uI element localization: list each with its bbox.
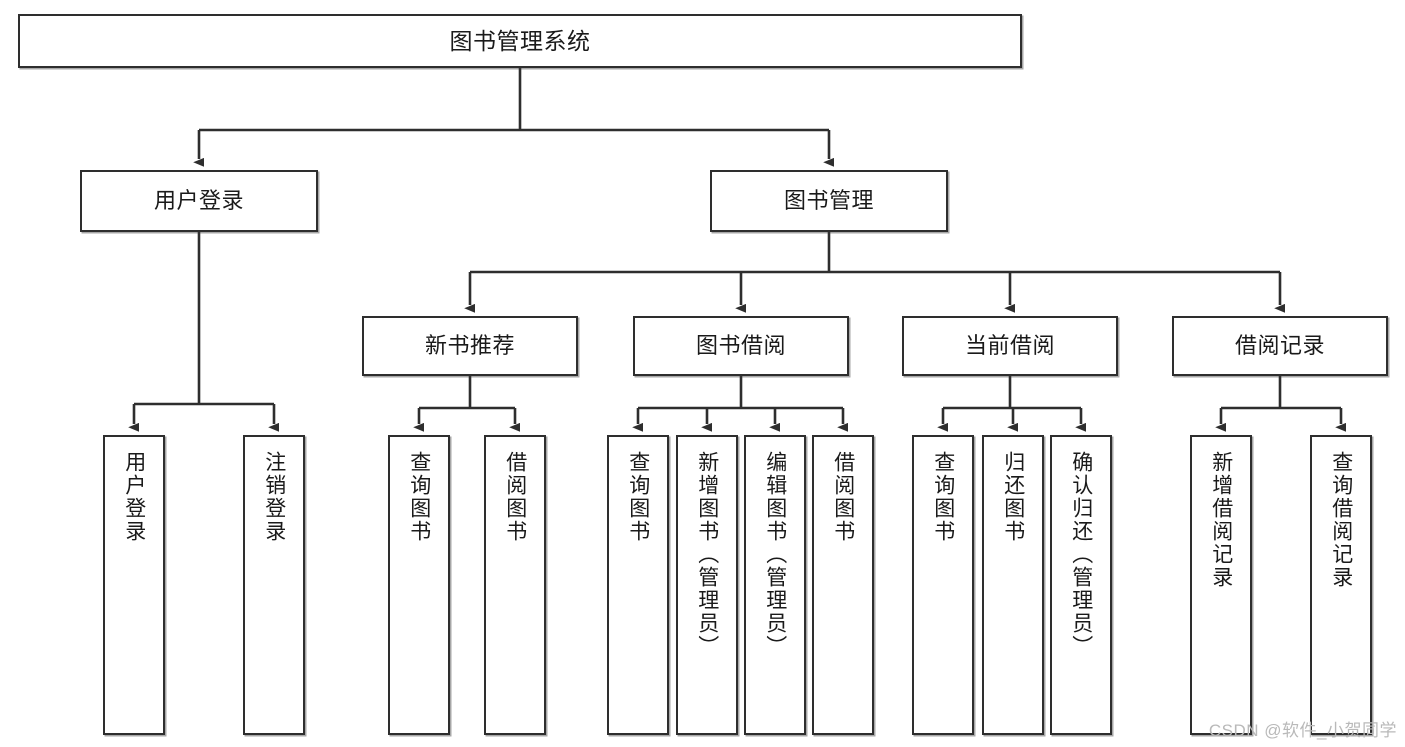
node-root[interactable]: 图书管理系统 [18, 14, 1022, 68]
node-label: 注销登录 [262, 451, 286, 543]
node-label: 用户登录 [122, 451, 146, 543]
node-borrow-add-book[interactable]: 新增图书（管理员） [676, 435, 738, 735]
node-label: 查询图书 [407, 451, 431, 543]
node-borrow-edit-book[interactable]: 编辑图书（管理员） [744, 435, 806, 735]
node-borrow-borrow-book[interactable]: 借阅图书 [812, 435, 874, 735]
node-label: 图书管理系统 [449, 27, 591, 54]
node-new-book-recommend[interactable]: 新书推荐 [362, 316, 578, 376]
node-label: 归还图书 [1001, 451, 1025, 543]
node-label: 借阅图书 [831, 451, 855, 543]
node-borrow-record[interactable]: 借阅记录 [1172, 316, 1388, 376]
node-label: 查询图书 [626, 451, 650, 543]
node-user-login-logout[interactable]: 注销登录 [243, 435, 305, 735]
node-label: 查询图书 [931, 451, 955, 543]
node-label: 确认归还（管理员） [1069, 451, 1093, 658]
node-user-login[interactable]: 用户登录 [80, 170, 318, 232]
node-recommend-borrow-book[interactable]: 借阅图书 [484, 435, 546, 735]
node-current-borrow[interactable]: 当前借阅 [902, 316, 1118, 376]
node-label: 图书借阅 [695, 332, 786, 358]
node-record-add-record[interactable]: 新增借阅记录 [1190, 435, 1252, 735]
node-label: 编辑图书（管理员） [763, 451, 787, 658]
node-label: 图书管理 [783, 187, 874, 213]
node-current-query-book[interactable]: 查询图书 [912, 435, 974, 735]
node-current-return-book[interactable]: 归还图书 [982, 435, 1044, 735]
node-recommend-query-book[interactable]: 查询图书 [388, 435, 450, 735]
node-label: 新书推荐 [424, 332, 515, 358]
node-label: 借阅记录 [1234, 332, 1325, 358]
node-user-login-login[interactable]: 用户登录 [103, 435, 165, 735]
node-label: 借阅图书 [503, 451, 527, 543]
node-label: 新增图书（管理员） [695, 451, 719, 658]
node-book-borrow[interactable]: 图书借阅 [633, 316, 849, 376]
node-book-management[interactable]: 图书管理 [710, 170, 948, 232]
node-label: 当前借阅 [964, 332, 1055, 358]
node-record-query-record[interactable]: 查询借阅记录 [1310, 435, 1372, 735]
node-label: 新增借阅记录 [1209, 451, 1233, 589]
watermark: CSDN @软件_小贺同学 [1208, 721, 1397, 740]
node-current-confirm-return[interactable]: 确认归还（管理员） [1050, 435, 1112, 735]
node-label: 用户登录 [153, 187, 244, 213]
node-label: 查询借阅记录 [1329, 451, 1353, 589]
node-borrow-query-book[interactable]: 查询图书 [607, 435, 669, 735]
